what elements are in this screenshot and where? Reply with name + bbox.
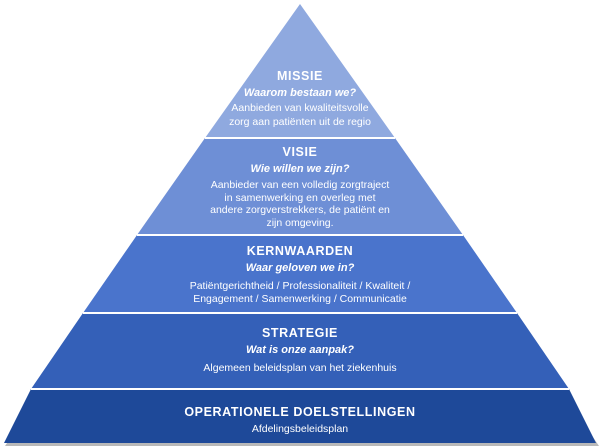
tier-kernwaarden: KERNWAARDEN Waar geloven we in? Patiëntg… xyxy=(0,244,600,305)
pyramid-tier-visie xyxy=(137,138,463,235)
tier-description: Aanbieden van kwaliteitsvolle zorg aan p… xyxy=(229,102,371,128)
tier-missie: MISSIE Waarom bestaan we? Aanbieden van … xyxy=(0,69,600,129)
pyramid-tier-kernwaarden xyxy=(83,235,517,313)
tier-title: OPERATIONELE DOELSTELLINGEN xyxy=(184,405,416,419)
tier-description: Aanbieder van een volledig zorgtraject i… xyxy=(210,179,390,229)
tier-question: Waarom bestaan we? xyxy=(243,87,357,99)
tier-description: Afdelingsbeleidsplan xyxy=(251,423,349,435)
tier-visie: VISIE Wie willen we zijn? Aanbieder van … xyxy=(0,145,600,229)
tier-operationeel: OPERATIONELE DOELSTELLINGEN Afdelingsbel… xyxy=(0,405,600,436)
tier-strategie: STRATEGIE Wat is onze aanpak? Algemeen b… xyxy=(0,326,600,375)
tier-title: STRATEGIE xyxy=(261,326,338,340)
tier-question: Waar geloven we in? xyxy=(245,262,355,274)
tier-question: Wat is onze aanpak? xyxy=(246,344,354,356)
tier-title: VISIE xyxy=(282,145,318,159)
tier-question: Wie willen we zijn? xyxy=(250,163,350,175)
tier-title: KERNWAARDEN xyxy=(246,244,354,258)
pyramid-tier-strategie xyxy=(31,313,569,389)
tier-description: Algemeen beleidsplan van het ziekenhuis xyxy=(203,362,397,374)
tier-title: MISSIE xyxy=(277,69,323,83)
tier-description: Patiëntgerichtheid / Professionaliteit /… xyxy=(189,280,411,305)
pyramid-tier-missie xyxy=(205,4,395,138)
pyramid-tier-operationeel xyxy=(4,389,596,443)
